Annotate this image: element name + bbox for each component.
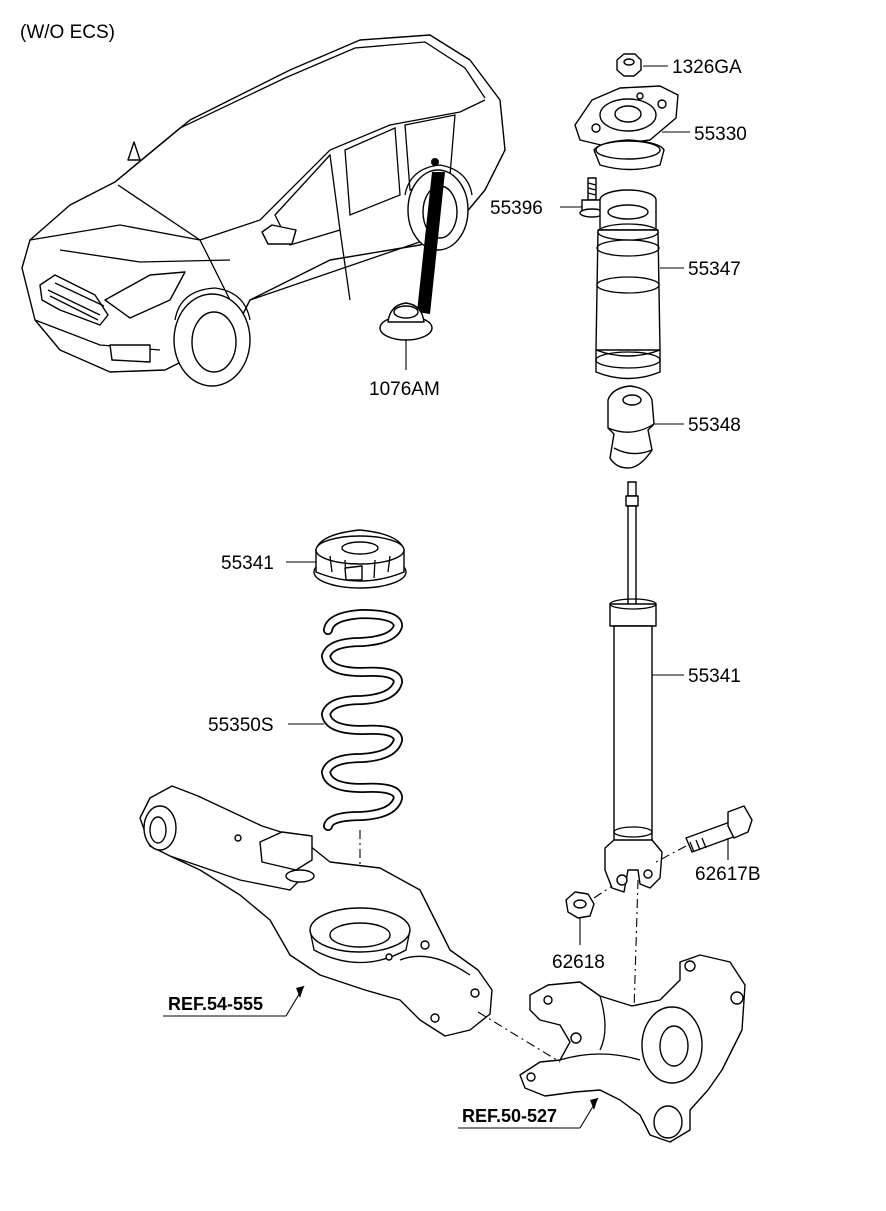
bolt-62617b: [655, 805, 753, 863]
knuckle: [458, 954, 746, 1143]
label-62617b: 62617B: [695, 864, 761, 885]
spring-pad-55341: [286, 529, 407, 589]
coil-spring-55350s: [288, 608, 404, 831]
header-note: (W/O ECS): [20, 22, 115, 43]
bolt-55396: [560, 177, 605, 218]
label-55348: 55348: [688, 415, 741, 436]
centerline-arm-knuckle: [477, 1011, 561, 1063]
location-dot: [431, 158, 439, 166]
ref-knuckle: REF.50-527: [462, 1106, 557, 1126]
nut-62618: [565, 885, 613, 945]
plug-1076am: [379, 302, 433, 370]
label-1326ga: 1326GA: [672, 57, 742, 78]
label-55347: 55347: [688, 259, 741, 280]
ref-lower-arm: REF.54-555: [168, 994, 263, 1014]
label-55330: 55330: [694, 124, 747, 145]
shock-absorber-55310: [604, 481, 684, 893]
strut-mount-55330: [574, 85, 690, 171]
dust-cover-55347: [595, 189, 684, 380]
label-1076am: 1076AM: [369, 379, 440, 400]
lower-arm: [139, 785, 493, 1037]
centerline-shock: [633, 879, 639, 1011]
nut-1326ga: [616, 53, 668, 77]
location-arrow: [417, 172, 445, 314]
vehicle-illustration: [21, 34, 506, 387]
bump-stopper-55348: [607, 385, 684, 469]
label-55396: 55396: [490, 198, 543, 219]
label-62618: 62618: [552, 952, 605, 973]
label-55310: 55341: [688, 666, 741, 687]
